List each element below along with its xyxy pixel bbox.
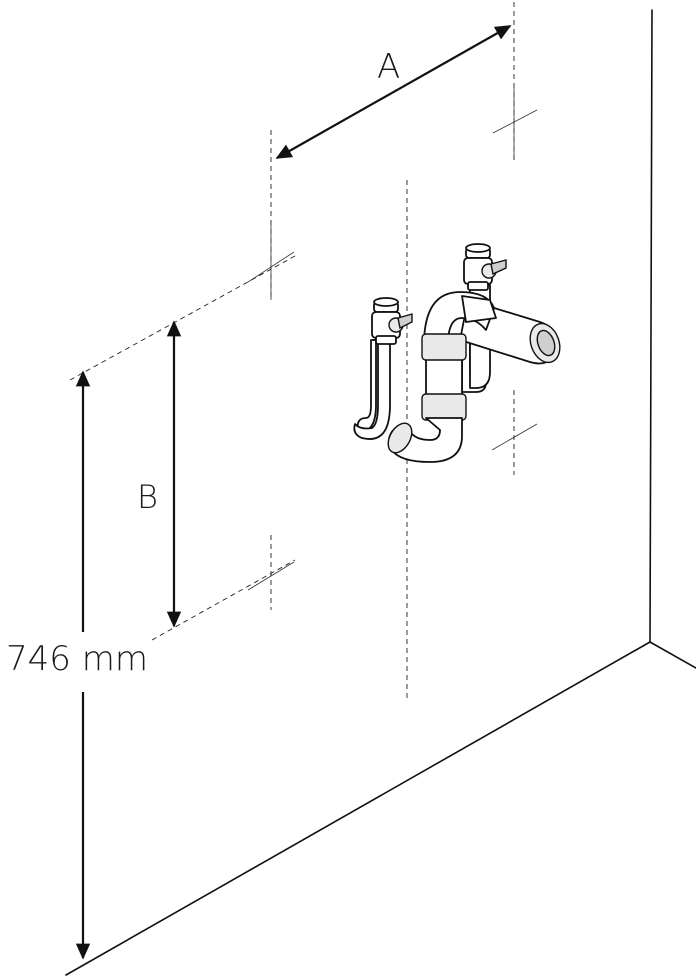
room-edges xyxy=(65,9,696,976)
left-valve xyxy=(371,297,413,345)
crosshair-mid-left xyxy=(247,225,295,300)
crosshair-mid-right xyxy=(491,423,538,451)
dimension-a-arrow xyxy=(275,25,512,159)
height-label: 746 mm xyxy=(6,639,148,679)
siphon-bottom-bend xyxy=(387,417,463,463)
siphon-top-elbow xyxy=(423,291,497,346)
siphon-assembly xyxy=(353,243,561,463)
wall-corner-line xyxy=(649,9,653,643)
ref-diagonal-upper xyxy=(69,255,296,381)
crosshair-lower-left xyxy=(247,561,295,591)
right-valve xyxy=(463,243,507,291)
left-supply-pipe xyxy=(353,339,391,440)
crosshair-top-right xyxy=(492,85,538,160)
dimension-a-label: A xyxy=(377,47,400,87)
dimension-b-label: B xyxy=(137,478,158,516)
floor-side-edge xyxy=(649,641,696,669)
dimension-arrows xyxy=(75,25,512,960)
floor-wall-edge xyxy=(65,641,651,976)
siphon-body xyxy=(421,333,467,421)
